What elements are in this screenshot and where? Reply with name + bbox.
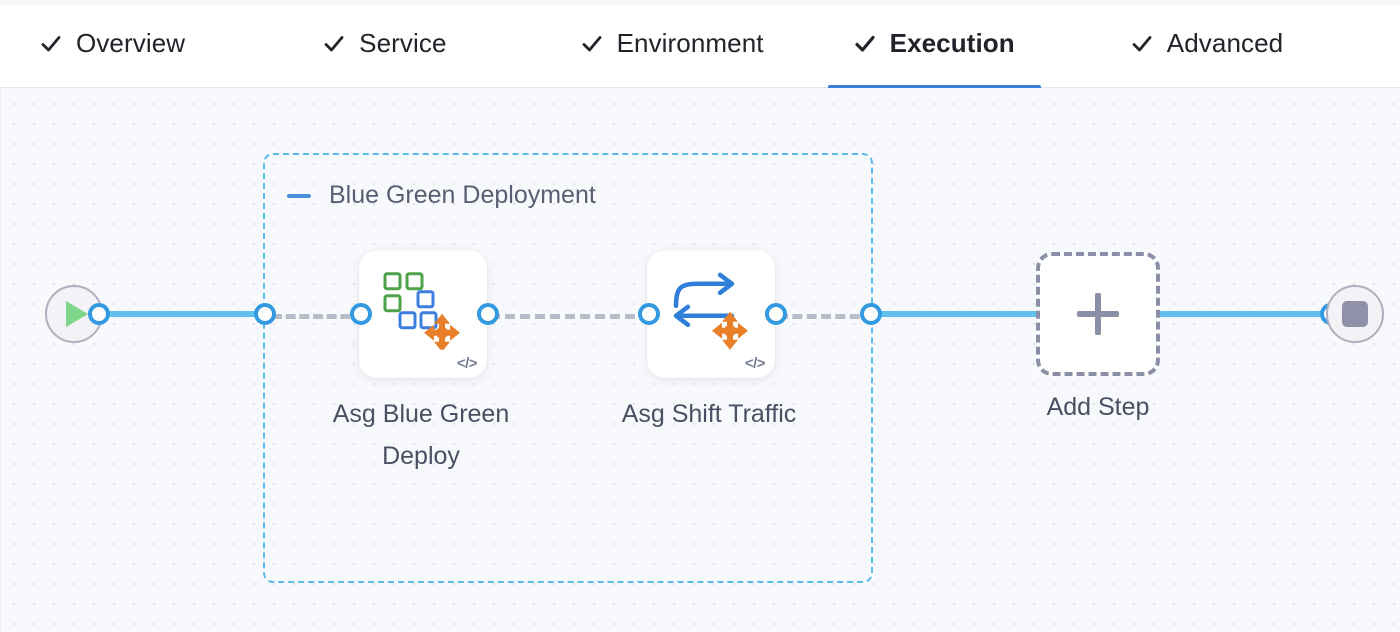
- step-label-asg-shift-traffic: Asg Shift Traffic: [621, 400, 797, 428]
- connector-stage-to-add-step: [872, 311, 1040, 317]
- tab-label: Environment: [616, 28, 764, 58]
- minus-icon[interactable]: [287, 193, 311, 198]
- check-icon: [854, 33, 876, 55]
- play-icon: [66, 301, 88, 327]
- connector-start-to-stage: [101, 311, 269, 317]
- check-icon: [1131, 33, 1153, 55]
- active-tab-underline: [827, 84, 1041, 90]
- tab-overview[interactable]: Overview: [14, 0, 211, 88]
- step2-output-port[interactable]: [765, 303, 787, 325]
- add-step-button[interactable]: [1036, 252, 1160, 376]
- step-node-asg-shift-traffic[interactable]: </>: [647, 250, 775, 378]
- connector-step1-to-step2: [490, 314, 650, 319]
- step-node-asg-blue-green-deploy[interactable]: </>: [359, 250, 487, 378]
- connector-step2-to-stage-out: [778, 314, 874, 319]
- code-icon[interactable]: </>: [456, 355, 478, 372]
- tab-label: Advanced: [1166, 28, 1284, 58]
- plus-icon-bar: [1077, 311, 1119, 317]
- tab-environment[interactable]: Environment: [555, 0, 790, 88]
- pipeline-canvas[interactable]: Blue Green Deployment: [0, 88, 1400, 632]
- step1-output-port[interactable]: [477, 303, 499, 325]
- wizard-tab-bar: Overview Service Environment Execution A…: [0, 0, 1400, 90]
- step-label-asg-blue-green-deploy: Asg Blue Green Deploy: [332, 400, 510, 470]
- connector-add-step-to-end: [1158, 311, 1330, 317]
- tab-advanced[interactable]: Advanced: [1105, 0, 1309, 88]
- step1-input-port[interactable]: [350, 303, 372, 325]
- stage-title: Blue Green Deployment: [329, 181, 596, 209]
- add-step-label: Add Step: [1046, 393, 1150, 421]
- check-icon: [40, 33, 62, 55]
- tab-execution[interactable]: Execution: [827, 0, 1041, 90]
- stage-group-blue-green-deployment[interactable]: Blue Green Deployment: [263, 153, 873, 583]
- tab-label: Overview: [76, 28, 186, 58]
- tab-service[interactable]: Service: [297, 0, 472, 88]
- tab-label: Service: [359, 28, 447, 58]
- code-icon[interactable]: </>: [744, 355, 766, 372]
- start-node-port[interactable]: [88, 303, 110, 325]
- stage-exit-port[interactable]: [860, 303, 882, 325]
- end-node[interactable]: [1326, 285, 1384, 343]
- stop-icon: [1342, 301, 1368, 327]
- step2-input-port[interactable]: [638, 303, 660, 325]
- check-icon: [581, 33, 603, 55]
- check-icon: [323, 33, 345, 55]
- asg-shift-traffic-icon: [666, 270, 756, 355]
- asg-blue-green-deploy-icon: [380, 270, 466, 355]
- connector-stage-in-to-step1: [272, 314, 364, 319]
- stage-entry-port[interactable]: [254, 303, 276, 325]
- tab-label: Execution: [889, 28, 1015, 58]
- stage-header: Blue Green Deployment: [287, 181, 596, 210]
